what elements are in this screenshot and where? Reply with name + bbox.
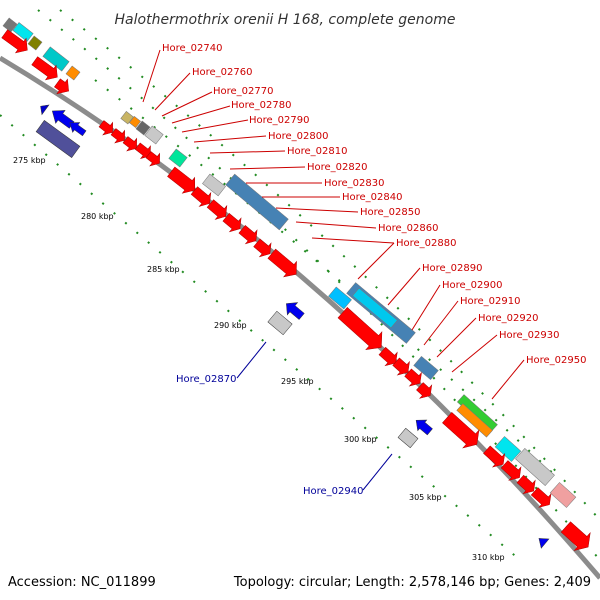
gene-box	[515, 448, 555, 486]
gene-label: Hore_02940	[303, 486, 364, 497]
gene-label: Hore_02860	[378, 223, 439, 234]
gene-arrow	[483, 445, 506, 468]
gene-label: Hore_02800	[268, 131, 329, 142]
gene-arrow	[110, 128, 125, 144]
gene-box	[27, 35, 43, 51]
gene-box	[456, 403, 493, 438]
map-title: Halothermothrix orenii H 168, complete g…	[115, 12, 456, 28]
gene-box	[202, 173, 226, 197]
gene-arrow	[253, 238, 272, 258]
forward-genes	[1, 29, 591, 552]
gene-box	[413, 355, 439, 381]
gene-label: Hore_02880	[396, 238, 457, 249]
gene-arrow	[54, 78, 69, 95]
gene-label: Hore_02790	[249, 115, 310, 126]
tick-label: 285 kbp	[147, 265, 180, 274]
gene-box	[65, 65, 81, 81]
gene-box	[42, 46, 70, 72]
gene-box	[328, 286, 352, 310]
reverse-genes	[35, 104, 550, 549]
gene-box	[168, 148, 188, 168]
gene-arrow	[538, 538, 550, 549]
gene-label: Hore_02870	[176, 374, 237, 385]
gene-box	[494, 436, 522, 462]
gene-label: Hore_02890	[422, 263, 483, 274]
gene-arrow	[500, 460, 522, 481]
gene-arrow	[167, 166, 196, 194]
gene-arrow	[415, 419, 433, 436]
genome-backbone	[0, 55, 600, 580]
gene-arrow	[40, 104, 50, 116]
gene-label: Hore_02850	[360, 207, 421, 218]
gene-box	[35, 120, 81, 158]
gene-box	[120, 111, 134, 125]
gene-box	[12, 22, 34, 42]
position-ticks: 275 kbp 280 kbp 285 kbp 290 kbp 295 kbp …	[13, 156, 505, 562]
gene-label: Hore_02840	[342, 192, 403, 203]
gene-arrow	[206, 199, 228, 220]
gene-label: Hore_02740	[162, 43, 223, 54]
gene-label: Hore_02910	[460, 296, 521, 307]
accession-text: Accession: NC_011899	[8, 575, 156, 590]
ring-guides	[0, 9, 600, 561]
gene-arrow	[337, 307, 383, 350]
gene-arrow	[122, 136, 137, 152]
gene-arrow	[190, 186, 212, 207]
gene-arrow	[1, 29, 28, 54]
forward-leaders	[142, 49, 525, 400]
reverse-leaders	[236, 341, 393, 491]
gene-label: Hore_02920	[478, 313, 539, 324]
gene-box	[352, 287, 398, 329]
gene-arrow	[69, 122, 87, 137]
tick-label: 295 kbp	[281, 377, 314, 386]
gene-arrow	[98, 120, 113, 136]
gene-arrow	[286, 302, 305, 320]
gene-arrow	[392, 357, 410, 376]
cog-track	[2, 17, 577, 508]
gene-box	[2, 17, 18, 33]
gene-label: Hore_02830	[324, 178, 385, 189]
gene-arrow	[134, 142, 151, 159]
gene-label: Hore_02810	[287, 146, 348, 157]
gene-arrow	[416, 382, 433, 399]
gene-arrow	[530, 487, 552, 508]
gene-arrow	[516, 474, 536, 495]
gene-label: Hore_02900	[442, 280, 503, 291]
gene-label: Hore_02760	[192, 67, 253, 78]
tick-label: 305 kbp	[409, 493, 442, 502]
forward-gene-labels: Hore_02740 Hore_02760 Hore_02770 Hore_02…	[162, 43, 587, 366]
gene-box	[144, 125, 164, 145]
gene-arrow	[222, 213, 242, 233]
genome-summary-text: Topology: circular; Length: 2,578,146 bp…	[233, 575, 591, 590]
gene-box	[397, 427, 419, 449]
gene-arrow	[31, 56, 58, 81]
tick-label: 290 kbp	[214, 321, 247, 330]
gene-label: Hore_02820	[307, 162, 368, 173]
gene-arrow	[560, 521, 591, 552]
tick-label: 280 kbp	[81, 212, 114, 221]
reverse-gene-labels: Hore_02870 Hore_02940	[176, 374, 364, 497]
gene-arrow	[238, 225, 258, 245]
gene-label: Hore_02950	[526, 355, 587, 366]
gene-label: Hore_02780	[231, 100, 292, 111]
gene-label: Hore_02930	[499, 330, 560, 341]
tick-label: 275 kbp	[13, 156, 46, 165]
gene-arrow	[442, 412, 480, 449]
gene-box	[225, 173, 289, 231]
tick-label: 300 kbp	[344, 435, 377, 444]
gene-arrow	[267, 248, 297, 278]
gene-arrow	[378, 346, 398, 367]
gene-label: Hore_02770	[213, 86, 274, 97]
gene-box	[135, 120, 151, 136]
gene-box	[129, 116, 141, 128]
gene-arrow	[145, 151, 160, 167]
gene-box	[267, 310, 293, 336]
tick-label: 310 kbp	[472, 553, 505, 562]
gene-arrow	[404, 368, 422, 387]
gene-box	[549, 482, 577, 508]
